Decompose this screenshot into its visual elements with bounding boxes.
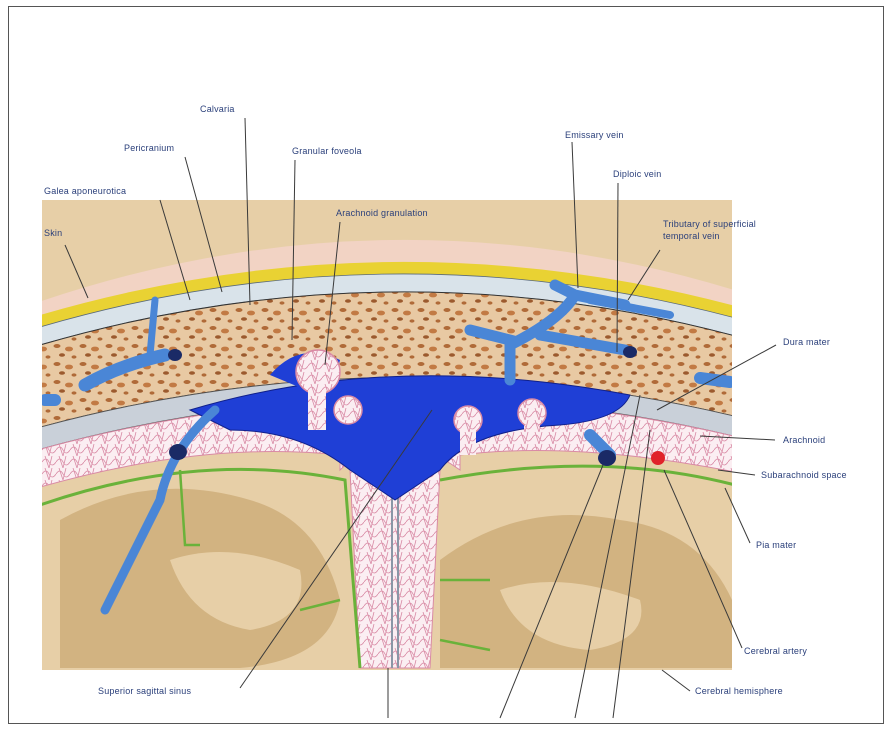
label-arachnoid-granulation: Arachnoid granulation (336, 208, 428, 218)
cerebral-artery-dot (651, 451, 665, 465)
label-galea-aponeurotica: Galea aponeurotica (44, 186, 126, 196)
label-tributary-line1: Tributary of superficial (663, 219, 756, 229)
label-pericranium: Pericranium (124, 143, 174, 153)
label-cerebral-hemisphere: Cerebral hemisphere (695, 686, 783, 696)
label-granular-foveola: Granular foveola (292, 146, 362, 156)
label-skin: Skin (44, 228, 62, 238)
label-superior-sagittal-sinus: Superior sagittal sinus (98, 686, 191, 696)
label-arachnoid: Arachnoid (783, 435, 825, 445)
label-dura-mater: Dura mater (783, 337, 830, 347)
label-tributary-line2: temporal vein (663, 231, 720, 241)
label-emissary-vein: Emissary vein (565, 130, 624, 140)
label-diploic-vein: Diploic vein (613, 169, 661, 179)
label-calvaria: Calvaria (200, 104, 235, 114)
label-pia-mater: Pia mater (756, 540, 796, 550)
label-cerebral-artery: Cerebral artery (744, 646, 807, 656)
label-subarachnoid-space: Subarachnoid space (761, 470, 847, 480)
